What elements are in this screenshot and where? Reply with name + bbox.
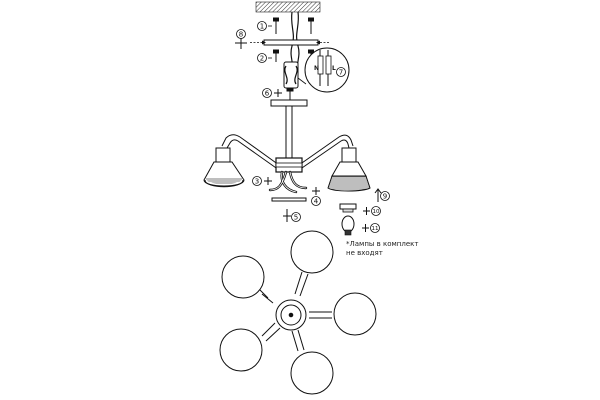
globe-bottom bbox=[290, 351, 334, 395]
bulb bbox=[341, 215, 355, 236]
fixture-top-view bbox=[219, 230, 377, 395]
note-line-1: *Лампы в комплект bbox=[346, 240, 419, 248]
mounting-screws bbox=[273, 17, 314, 62]
bottom-cap bbox=[271, 197, 307, 202]
svg-text:10: 10 bbox=[373, 209, 380, 215]
step-9-marker: 9 bbox=[374, 188, 390, 202]
svg-text:11: 11 bbox=[372, 226, 379, 232]
step-7-marker: 7 bbox=[336, 67, 346, 77]
step-4-marker: 4 bbox=[311, 187, 321, 206]
svg-text:9: 9 bbox=[383, 193, 387, 201]
wiring-detail: N L bbox=[297, 47, 350, 93]
step-8-marker: 8 bbox=[235, 29, 247, 49]
hub-wires-inner bbox=[269, 171, 307, 193]
socket-ring bbox=[339, 203, 357, 213]
globe-lower-left bbox=[219, 328, 263, 372]
step-11-marker: 11 bbox=[362, 223, 380, 233]
bulbs-not-included-note: *Лампы в комплект не входят bbox=[346, 240, 418, 258]
svg-text:3: 3 bbox=[255, 178, 259, 186]
terminal-block bbox=[283, 61, 299, 89]
svg-text:5: 5 bbox=[294, 214, 298, 222]
step-6-marker: 6 bbox=[262, 88, 282, 98]
step-2-marker: 2 bbox=[257, 53, 272, 63]
shade-right bbox=[327, 147, 371, 192]
note-line-2: не входят bbox=[346, 249, 383, 257]
svg-text:8: 8 bbox=[239, 31, 243, 39]
canopy-screw bbox=[286, 87, 294, 100]
arm-left bbox=[221, 134, 280, 171]
hub bbox=[275, 157, 303, 173]
svg-text:6: 6 bbox=[265, 90, 270, 98]
step-3-marker: 3 bbox=[252, 176, 272, 186]
globe-right bbox=[333, 292, 377, 336]
arm-right bbox=[298, 134, 354, 171]
center-screw bbox=[288, 312, 294, 318]
globe-top bbox=[290, 230, 334, 274]
mounting-bar bbox=[250, 39, 330, 46]
svg-text:4: 4 bbox=[314, 198, 319, 206]
canopy bbox=[270, 99, 308, 107]
ceiling bbox=[255, 1, 321, 13]
step-5-marker: 5 bbox=[283, 209, 301, 222]
svg-text:2: 2 bbox=[260, 55, 264, 63]
svg-text:1: 1 bbox=[260, 23, 264, 31]
stem bbox=[285, 105, 293, 159]
shade-left bbox=[203, 147, 245, 188]
svg-text:7: 7 bbox=[339, 69, 343, 77]
globe-upper-left bbox=[221, 255, 265, 299]
wire-label-l: L bbox=[332, 65, 336, 72]
step-10-marker: 10 bbox=[363, 206, 381, 216]
step-1-marker: 1 bbox=[257, 21, 272, 31]
wire-label-n: N bbox=[314, 65, 319, 72]
